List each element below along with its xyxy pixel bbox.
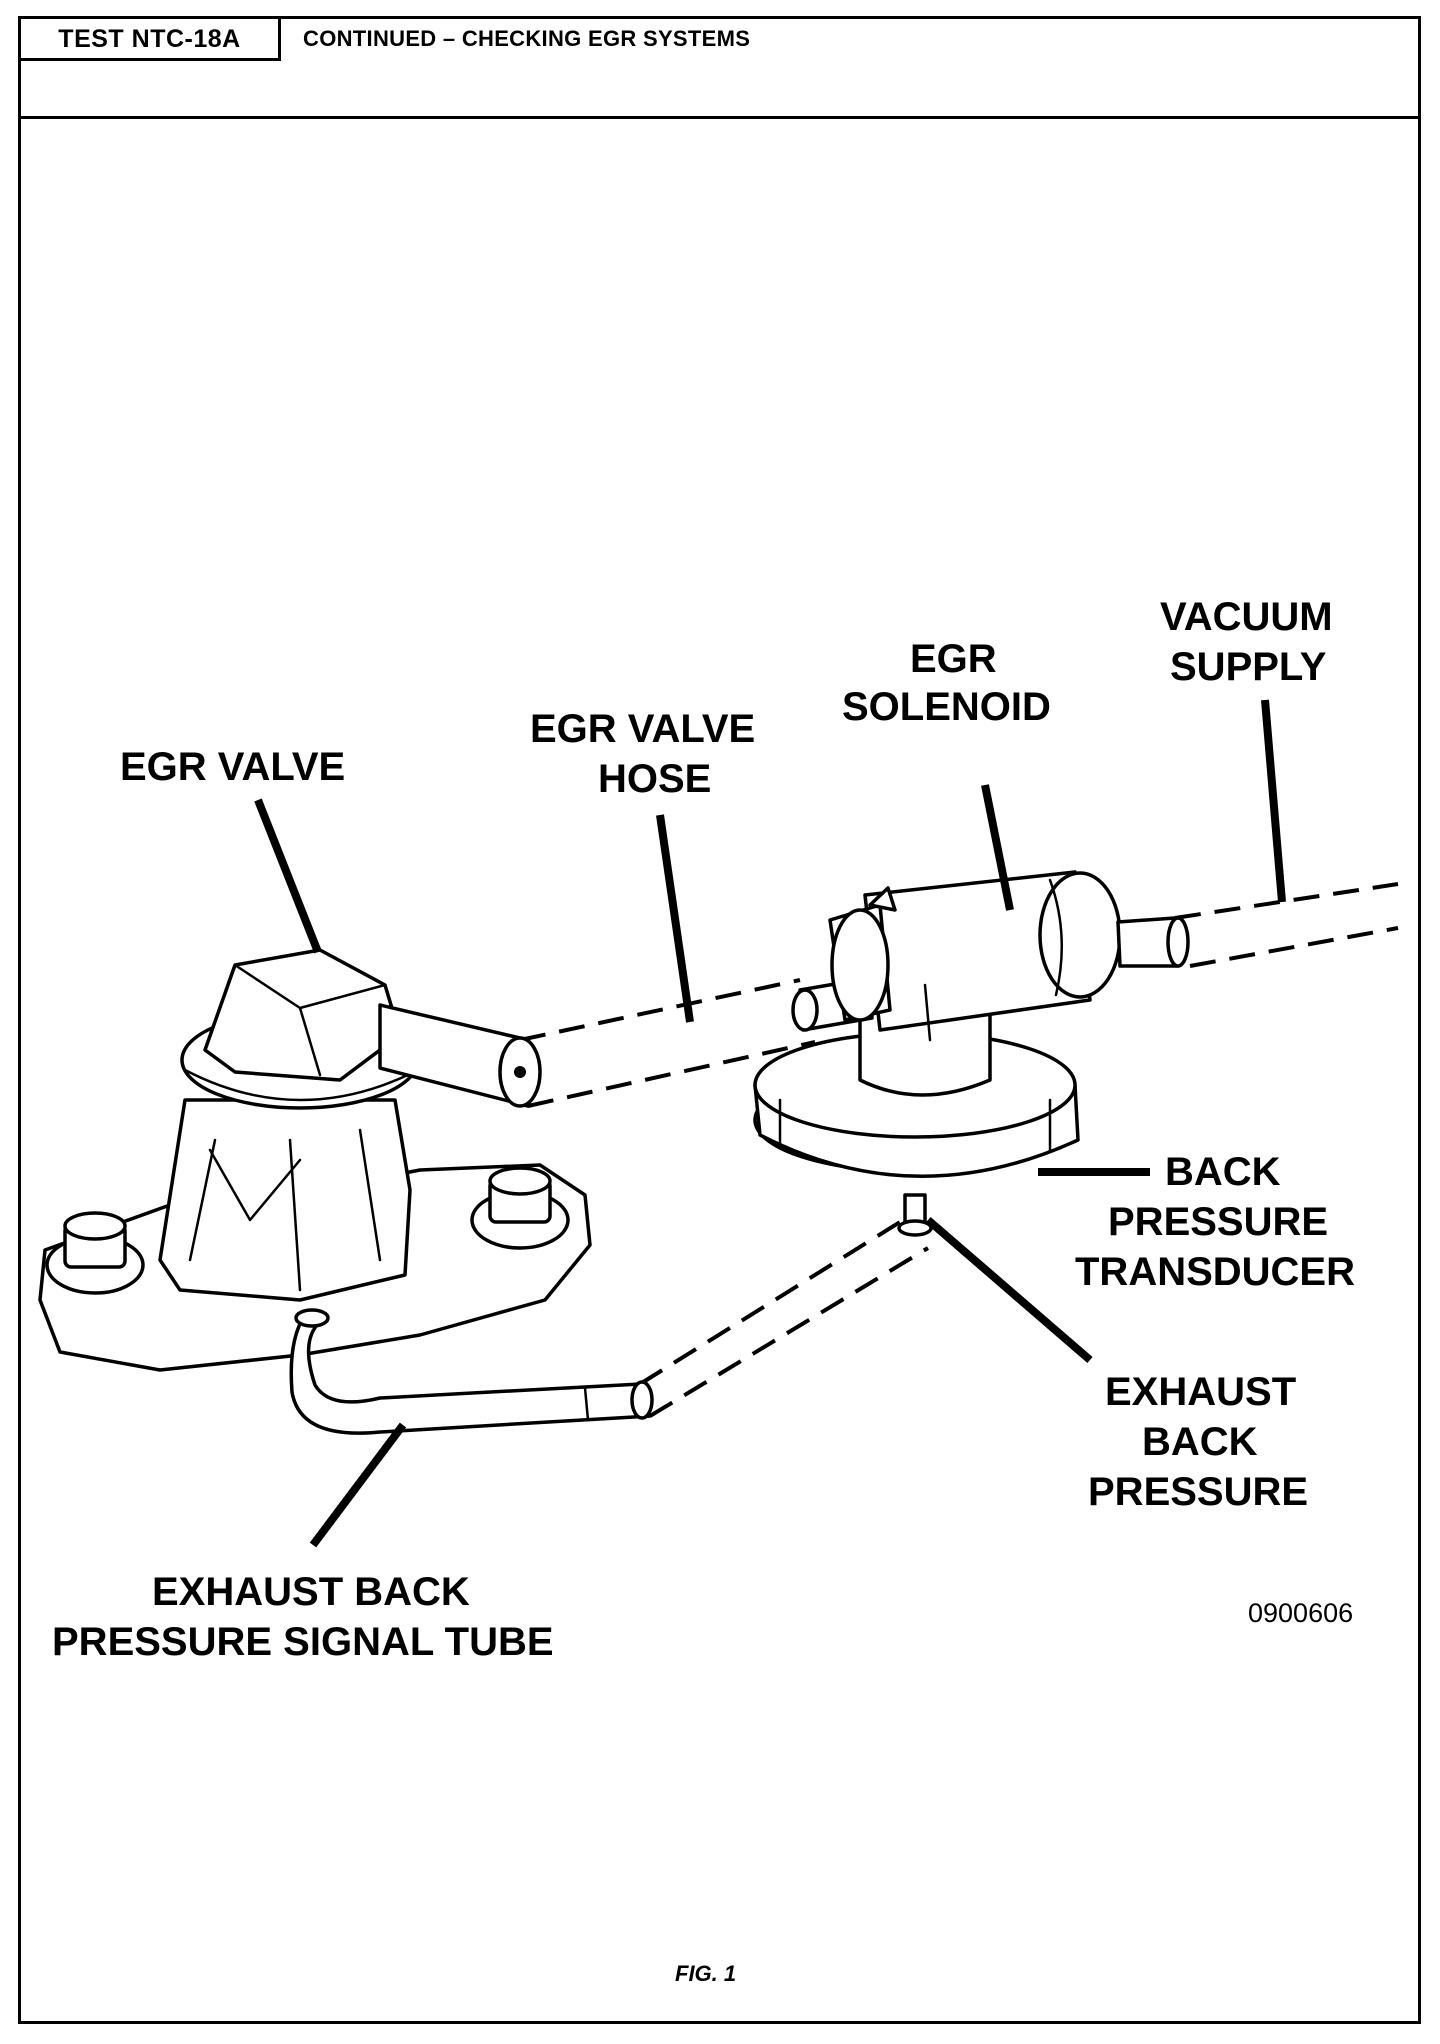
exhaust-signal-tube [289, 1308, 654, 1435]
label-back-pressure-transducer-1: BACK [1165, 1150, 1281, 1194]
label-exhaust-back-pressure-3: PRESSURE [1088, 1470, 1308, 1514]
header-row: TEST NTC-18A CONTINUED – CHECKING EGR SY… [21, 19, 1418, 119]
label-exhaust-back-pressure-2: BACK [1142, 1420, 1258, 1464]
bolt-left [45, 1211, 145, 1295]
vacuum-supply-hose [1174, 882, 1399, 968]
label-signal-tube-2: PRESSURE SIGNAL TUBE [52, 1620, 554, 1664]
figure-caption: FIG. 1 [675, 1961, 736, 1986]
label-vacuum-supply-2: SUPPLY [1170, 645, 1327, 689]
label-egr-valve: EGR VALVE [120, 745, 345, 789]
egr-valve-hose [519, 978, 816, 1108]
label-vacuum-supply-1: VACUUM [1160, 595, 1333, 639]
label-back-pressure-transducer-3: TRANSDUCER [1075, 1250, 1355, 1294]
bolt-right [470, 1166, 570, 1250]
header-title: CONTINUED – CHECKING EGR SYSTEMS [303, 26, 751, 51]
exhaust-signal-hose [638, 1220, 930, 1418]
label-back-pressure-transducer-2: PRESSURE [1108, 1200, 1328, 1244]
label-signal-tube-1: EXHAUST BACK [152, 1570, 470, 1614]
leader-lines [254, 699, 1286, 1548]
label-exhaust-back-pressure-1: EXHAUST [1105, 1370, 1296, 1414]
egr-valve [38, 948, 592, 1372]
label-egr-solenoid-1: EGR [910, 637, 997, 681]
label-egr-valve-hose-1: EGR VALVE [530, 707, 755, 751]
back-pressure-transducer [753, 976, 1080, 1237]
label-egr-valve-hose-2: HOSE [598, 757, 711, 801]
label-egr-solenoid-2: SOLENOID [842, 685, 1051, 729]
page-frame: TEST NTC-18A CONTINUED – CHECKING EGR SY… [18, 16, 1421, 2024]
egr-solenoid [828, 870, 1190, 1042]
part-number: 0900606 [1248, 1598, 1353, 1628]
test-id-box: TEST NTC-18A [21, 19, 281, 61]
